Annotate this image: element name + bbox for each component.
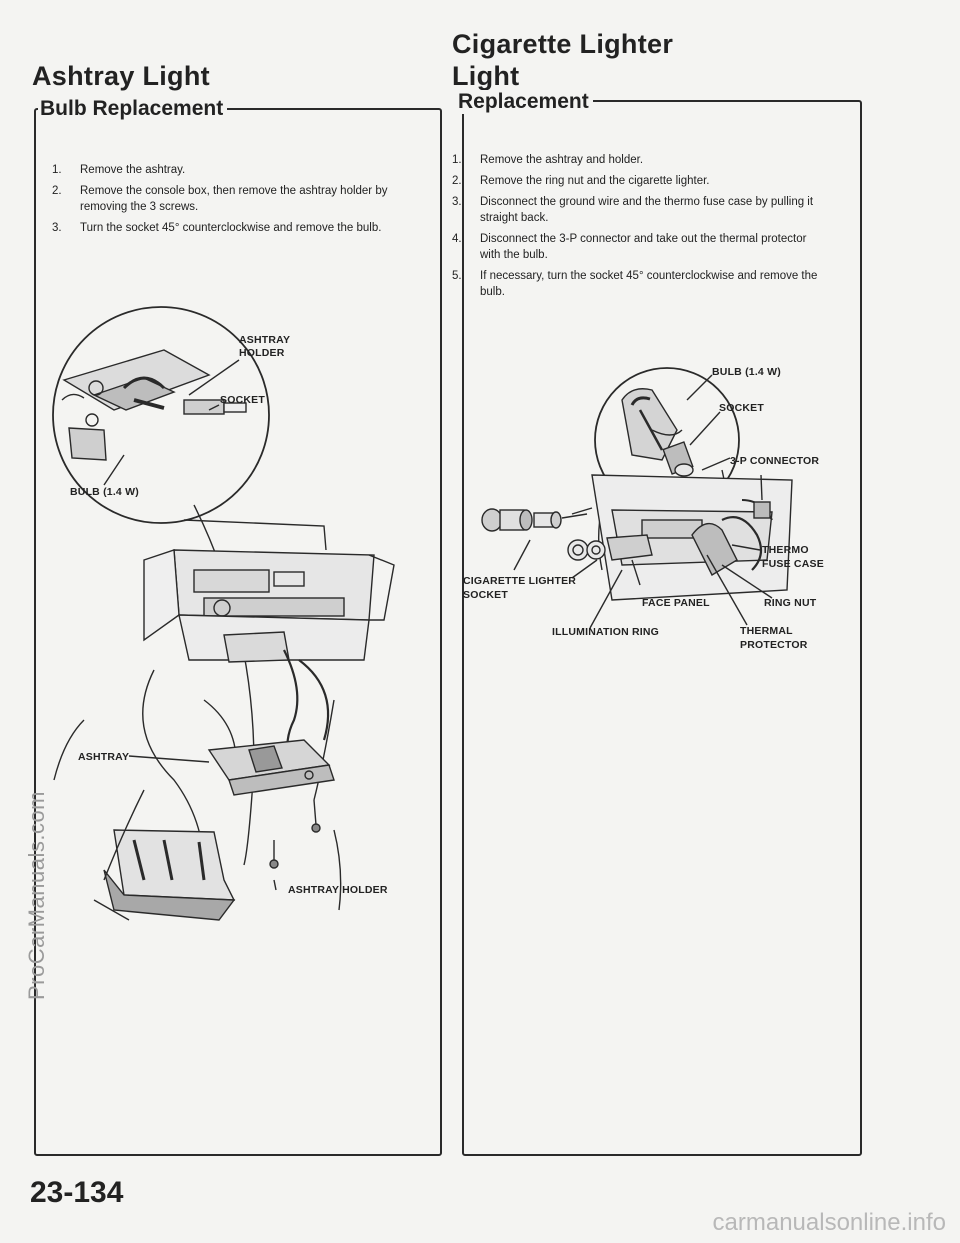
left-steps-list: 1.Remove the ashtray. 2.Remove the conso… — [52, 162, 400, 241]
label-bulb-left: BULB (1.4 W) — [70, 486, 139, 498]
label-face-panel: FACE PANEL — [642, 597, 710, 609]
bulb-replacement-heading: Bulb Replacement — [38, 97, 228, 121]
right-step-3: 3.Disconnect the ground wire and the the… — [452, 196, 814, 224]
ashtray-light-title: Ashtray Light — [32, 61, 210, 91]
bulb-replacement-frame — [34, 108, 442, 1156]
side-watermark: ProCarManuals.com — [24, 790, 49, 1000]
replacement-frame — [462, 100, 862, 1156]
left-step-3: 3.Turn the socket 45° counterclockwise a… — [52, 222, 382, 234]
right-steps-list: 1.Remove the ashtray and holder. 2.Remov… — [452, 152, 824, 305]
left-inset-circle — [52, 306, 270, 524]
cigarette-lighter-diagram — [481, 367, 793, 629]
label-bulb-right: BULB (1.4 W) — [712, 366, 781, 378]
label-illumination-ring: ILLUMINATION RING — [552, 626, 660, 638]
right-step-1: 1.Remove the ashtray and holder. — [452, 154, 644, 166]
label-ashtray-holder-bottom: ASHTRAY HOLDER — [288, 884, 388, 896]
right-step-4: 4.Disconnect the 3-P connector and take … — [452, 233, 807, 261]
label-protector: PROTECTOR — [740, 639, 808, 651]
label-socket-right: SOCKET — [719, 402, 764, 414]
label-ashtray: ASHTRAY — [78, 751, 130, 763]
label-thermo: THERMO — [762, 544, 809, 556]
bottom-watermark: carmanualsonline.info — [712, 1209, 946, 1236]
label-cigarette-lighter: CIGARETTE LIGHTER — [463, 575, 577, 587]
replacement-heading: Replacement — [456, 90, 593, 114]
label-thermal: THERMAL — [740, 625, 793, 637]
right-step-5: 5.If necessary, turn the socket 45° coun… — [452, 270, 818, 298]
page-number: 23-134 — [30, 1176, 124, 1209]
left-step-2: 2.Remove the console box, then remove th… — [52, 185, 388, 213]
label-3p-connector: 3-P CONNECTOR — [730, 455, 820, 467]
cigarette-lighter-title-line1: Cigarette Lighter — [452, 29, 674, 59]
left-step-1: 1.Remove the ashtray. — [52, 164, 186, 176]
cigarette-lighter-title-line2: Light — [452, 61, 520, 91]
ashtray-light-diagram — [52, 306, 395, 921]
label-ring-nut: RING NUT — [764, 597, 817, 609]
label-fuse-case: FUSE CASE — [762, 558, 824, 570]
label-socket-left: SOCKET — [220, 394, 265, 406]
label-ashtray-holder-top: ASHTRAY HOLDER — [239, 334, 291, 359]
right-step-2: 2.Remove the ring nut and the cigarette … — [452, 175, 710, 187]
label-cigarette-socket: SOCKET — [463, 589, 508, 601]
